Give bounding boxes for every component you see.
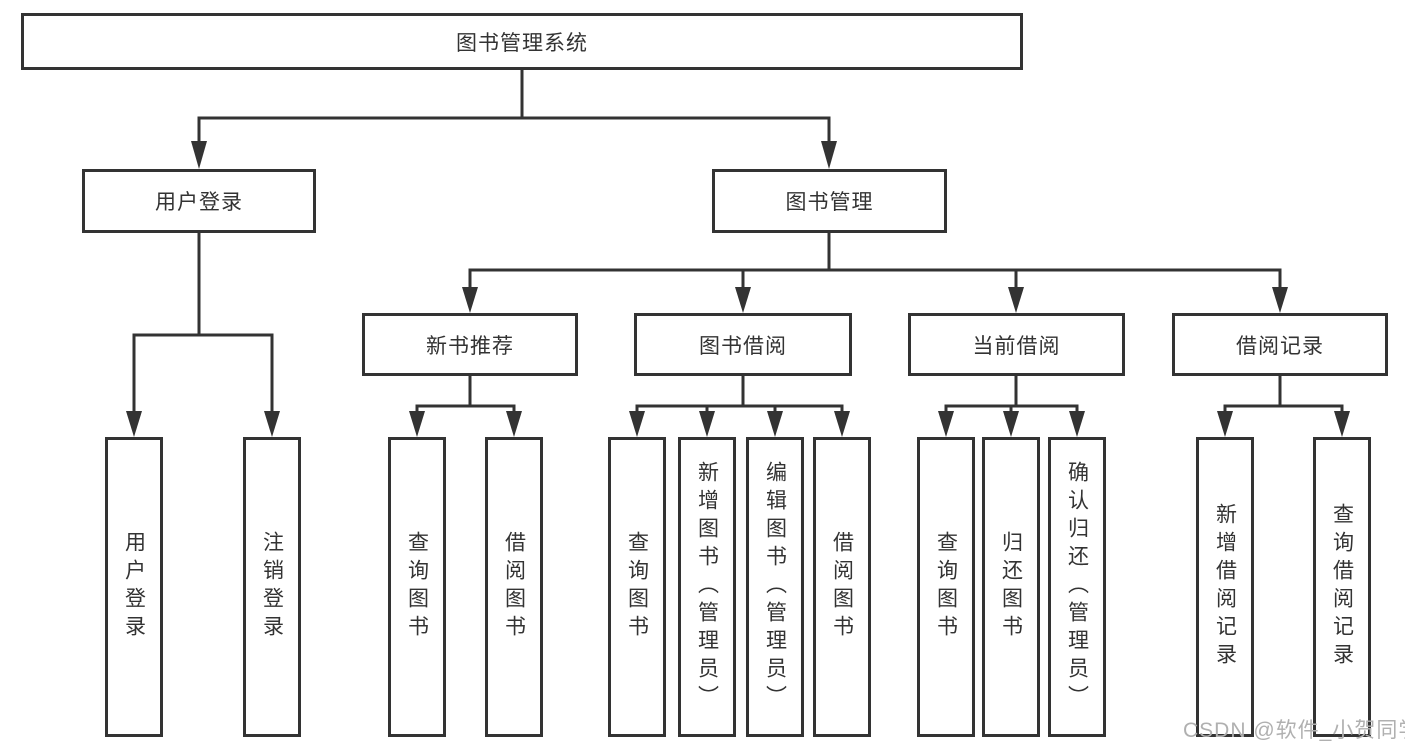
leaf-current-query-book: 查询图书 [917,437,975,737]
leaf-add-borrow-record-label: 新增借阅记录 [1213,503,1237,671]
leaf-recommend-borrow-book-label: 借阅图书 [502,531,526,643]
node-borrow-record-label: 借阅记录 [1236,334,1324,358]
leaf-recommend-borrow-book: 借阅图书 [485,437,543,737]
leaf-query-borrow-record: 查询借阅记录 [1313,437,1371,737]
leaf-edit-book-admin: 编辑图书（管理员） [746,437,804,737]
node-root: 图书管理系统 [21,13,1023,70]
leaf-borrow-query-book: 查询图书 [608,437,666,737]
leaf-logout-label: 注销登录 [260,531,284,643]
node-root-label: 图书管理系统 [456,31,588,55]
node-user-login: 用户登录 [82,169,316,233]
node-current-borrow-label: 当前借阅 [972,334,1061,358]
leaf-user-login-label: 用户登录 [122,531,146,643]
node-book-borrow-label: 图书借阅 [699,334,787,358]
node-book-management-label: 图书管理 [785,191,874,214]
node-book-management: 图书管理 [712,169,947,233]
leaf-edit-book-admin-label: 编辑图书（管理员） [763,461,787,713]
leaf-confirm-return-admin: 确认归还（管理员） [1048,437,1106,737]
node-user-login-label: 用户登录 [155,191,243,214]
node-current-borrow: 当前借阅 [908,313,1125,376]
leaf-recommend-query-book-label: 查询图书 [405,531,429,643]
leaf-borrow-book-label: 借阅图书 [830,531,854,643]
watermark: CSDN @软件_小贺同学 [1183,719,1405,742]
node-new-book-recommend: 新书推荐 [362,313,578,376]
leaf-add-borrow-record: 新增借阅记录 [1196,437,1254,737]
node-borrow-record: 借阅记录 [1172,313,1388,376]
leaf-logout: 注销登录 [243,437,301,737]
leaf-add-book-admin: 新增图书（管理员） [678,437,736,737]
leaf-borrow-book: 借阅图书 [813,437,871,737]
leaf-recommend-query-book: 查询图书 [388,437,446,737]
leaf-return-book-label: 归还图书 [999,531,1023,643]
leaf-current-query-book-label: 查询图书 [934,531,958,643]
leaf-query-borrow-record-label: 查询借阅记录 [1330,503,1354,671]
leaf-confirm-return-admin-label: 确认归还（管理员） [1065,461,1089,713]
leaf-add-book-admin-label: 新增图书（管理员） [695,461,719,713]
leaf-user-login: 用户登录 [105,437,163,737]
leaf-return-book: 归还图书 [982,437,1040,737]
node-new-book-recommend-label: 新书推荐 [426,334,514,358]
node-book-borrow: 图书借阅 [634,313,852,376]
leaf-borrow-query-book-label: 查询图书 [625,531,649,643]
